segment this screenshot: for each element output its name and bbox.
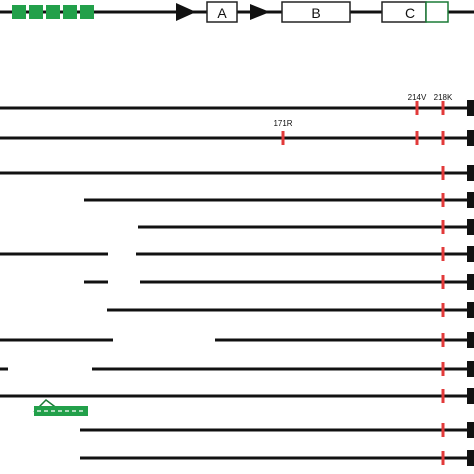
mutation-marks [281,101,445,465]
green-inset [33,399,88,416]
gene-map: A B C [0,1,474,23]
end-cap [467,130,474,146]
end-cap [467,100,474,116]
end-cap [467,302,474,318]
gene-box-c-green-segment [425,1,449,23]
gene-label-b: B [311,5,320,21]
gene-box-a [206,1,238,23]
mutation-label-214v: 214V [408,93,427,102]
green-repeat-blocks [12,5,94,19]
end-cap [467,388,474,404]
green-repeat-block [12,5,26,19]
green-repeat-block [46,5,60,19]
end-cap [467,165,474,181]
end-cap [467,274,474,290]
gene-label-a: A [217,5,227,21]
green-repeat-block [80,5,94,19]
end-cap [467,219,474,235]
green-repeat-block [29,5,43,19]
end-cap [467,192,474,208]
mutation-label-218k: 218K [434,93,453,102]
construct-lines [0,106,472,460]
mutation-label-171r: 171R [273,119,292,128]
promoter-arrow-2 [250,4,270,20]
green-repeat-block [63,5,77,19]
promoter-arrow-1 [176,3,196,21]
end-cap [467,246,474,262]
end-cap [467,422,474,438]
gene-label-c: C [405,5,415,21]
end-cap [467,332,474,348]
end-caps [467,100,474,466]
end-cap [467,450,474,466]
end-cap [467,361,474,377]
gene-box-b [281,1,351,23]
